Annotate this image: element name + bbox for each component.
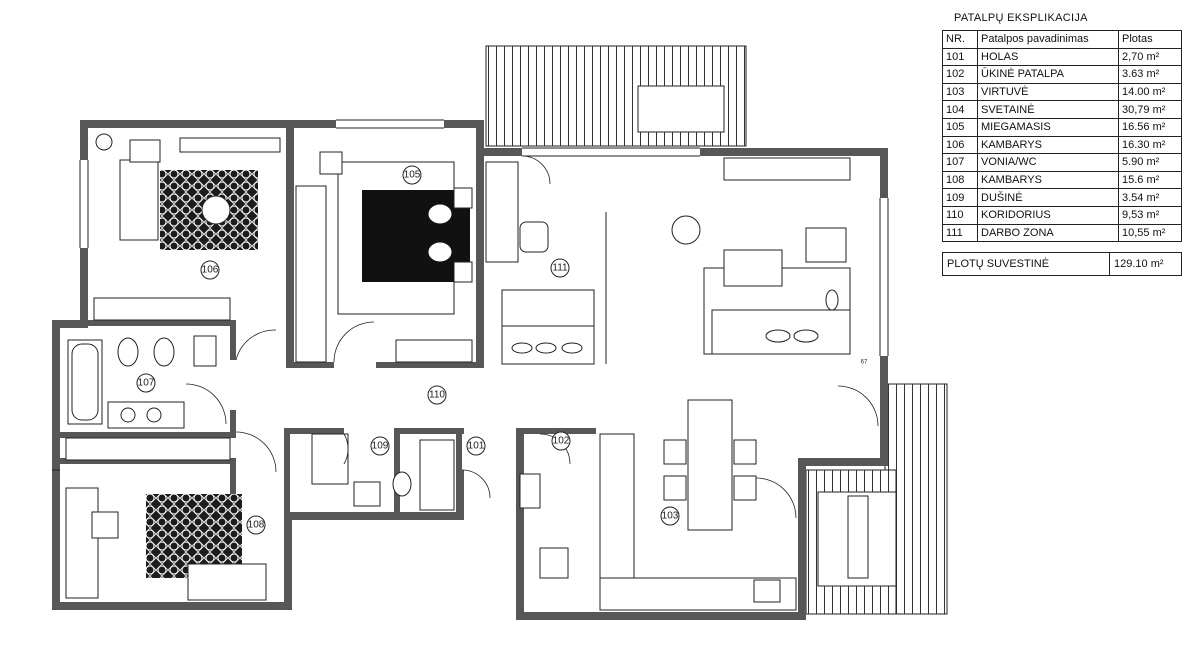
row-name: ŪKINĖ PATALPA: [977, 65, 1119, 84]
room-109-furniture: [311, 433, 455, 511]
kitchen-furniture: [519, 399, 897, 611]
doors: [185, 155, 879, 519]
svg-text:105: 105: [404, 170, 421, 181]
row-area: 14.00 m²: [1118, 82, 1182, 102]
area-summary: PLOTŲ SUVESTINĖ 129.10 m²: [942, 252, 1182, 277]
room-107-furniture: [67, 335, 217, 429]
room-label-109: 109: [370, 436, 390, 456]
row-no: 110: [942, 205, 978, 225]
row-name: VONIA/WC: [977, 153, 1119, 172]
room-label-107: 107: [136, 373, 156, 393]
svg-text:102: 102: [553, 436, 570, 447]
room-label-110: 110: [427, 385, 447, 405]
svg-text:111: 111: [552, 263, 568, 274]
row-no: 102: [942, 65, 978, 84]
schedule-title: PATALPŲ EKSPLIKACIJA: [954, 12, 1088, 24]
room-label-105: 105: [402, 165, 422, 185]
room-label-108: 108: [246, 515, 266, 535]
row-name: SVETAINĖ: [977, 100, 1119, 119]
room-label-106: 106: [200, 260, 220, 280]
room-105-furniture: [295, 151, 473, 363]
walls: [52, 120, 888, 620]
row-no: 103: [942, 82, 978, 102]
terrace-top: [485, 45, 747, 147]
row-name: MIEGAMASIS: [977, 117, 1119, 137]
schedule-header-row: NR. Patalpos pavadinimas Plotas: [942, 30, 1182, 49]
row-area: 3.63 m²: [1118, 65, 1182, 84]
svg-text:101: 101: [468, 441, 485, 452]
row-no: 104: [942, 100, 978, 119]
room-111-furniture: [485, 161, 607, 365]
room-label-103: 103: [660, 506, 680, 526]
row-name: KORIDORIUS: [977, 205, 1119, 225]
svg-text:110: 110: [429, 390, 445, 401]
room-label-111: 111: [550, 258, 570, 278]
row-area: 16.30 m²: [1118, 135, 1182, 155]
row-area: 16.56 m²: [1118, 117, 1182, 137]
row-no: 108: [942, 170, 978, 190]
windows: [52, 119, 889, 471]
svg-text:109: 109: [372, 441, 389, 452]
room-106-furniture: [93, 133, 281, 321]
svg-text:108: 108: [248, 520, 265, 531]
row-name: VIRTUVĖ: [977, 82, 1119, 102]
marker-label: 67: [861, 360, 868, 366]
row-no: 109: [942, 188, 978, 207]
row-area: 3.54 m²: [1118, 188, 1182, 207]
header-name: Patalpos pavadinimas: [977, 30, 1119, 49]
row-area: 15.6 m²: [1118, 170, 1182, 190]
row-no: 111: [942, 223, 978, 243]
room-label-102: 102: [551, 431, 571, 451]
row-no: 105: [942, 117, 978, 137]
svg-text:103: 103: [662, 511, 679, 522]
row-name: DUŠINĖ: [977, 188, 1119, 207]
row-name: DARBO ZONA: [977, 223, 1119, 243]
summary-row: PLOTŲ SUVESTINĖ 129.10 m²: [942, 252, 1182, 277]
row-area: 30,79 m²: [1118, 100, 1182, 119]
row-no: 101: [942, 47, 978, 67]
row-no: 107: [942, 153, 978, 172]
row-area: 2,70 m²: [1118, 47, 1182, 67]
room-schedule: PATALPŲ EKSPLIKACIJA NR. Patalpos pavadi…: [942, 12, 1182, 277]
room-labels: 106 105 107 108 109 110 101 102 103 111 …: [136, 165, 868, 535]
row-area: 9,53 m²: [1118, 205, 1182, 225]
header-area: Plotas: [1118, 30, 1182, 49]
row-name: HOLAS: [977, 47, 1119, 67]
row-area: 10,55 m²: [1118, 223, 1182, 243]
room-108-furniture: [65, 437, 267, 601]
row-name: KAMBARYS: [977, 135, 1119, 155]
row-name: KAMBARYS: [977, 170, 1119, 190]
header-no: NR.: [942, 30, 978, 49]
summary-value: 129.10 m²: [1109, 252, 1182, 277]
row-area: 5.90 m²: [1118, 153, 1182, 172]
room-label-101: 101: [466, 436, 486, 456]
row-no: 106: [942, 135, 978, 155]
living-room-furniture: [671, 157, 851, 355]
svg-text:106: 106: [202, 265, 219, 276]
svg-text:107: 107: [138, 378, 155, 389]
summary-label: PLOTŲ SUVESTINĖ: [942, 252, 1110, 277]
